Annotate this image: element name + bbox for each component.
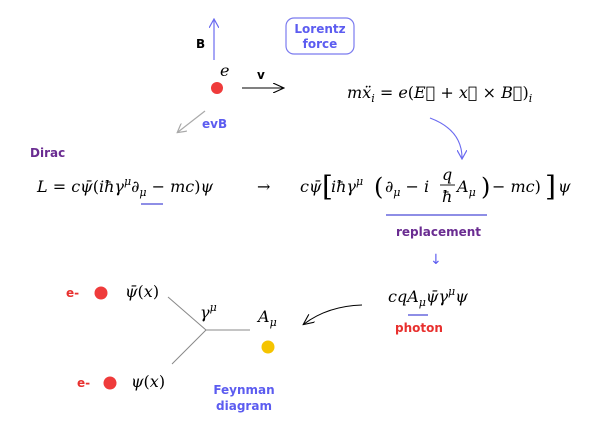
psi-x-label: ψ(x) — [131, 372, 165, 391]
svg-text:[: [ — [322, 170, 333, 203]
down-arrow: ↓ — [430, 252, 442, 268]
svg-text:(: ( — [374, 173, 383, 201]
electron-dot — [211, 82, 223, 94]
a-mu-label: Aμ — [256, 307, 277, 329]
force-direction-arrow — [178, 110, 206, 132]
velocity-label: v — [257, 68, 265, 82]
svg-text:∂μ − i: ∂μ − i — [385, 177, 429, 199]
svg-text:− mc): − mc) — [492, 177, 541, 196]
interaction-to-feynman-arrow — [304, 304, 363, 324]
maps-to-arrow: → — [257, 177, 270, 196]
electron-symbol-label: e — [220, 61, 229, 80]
electron-label-bottom: e- — [77, 376, 90, 390]
svg-text:ψ: ψ — [558, 177, 571, 196]
feynman-diagram-label-line2: diagram — [216, 399, 272, 413]
psibar-x-label: ψ̄(x) — [125, 282, 159, 301]
replaced-lagrangian: cψ̄ [ iħγμ ( ∂μ − i q ħ Aμ ) − mc) ] ψ — [300, 165, 571, 206]
feynman-incoming-line — [167, 296, 207, 331]
svg-text:): ) — [481, 173, 490, 201]
dirac-label: Dirac — [30, 146, 65, 160]
replacement-label: replacement — [396, 225, 481, 239]
electron-dot-top — [94, 286, 108, 300]
interaction-term: cqAμψ̄γμψ — [388, 285, 468, 309]
gamma-mu-label: γμ — [200, 301, 217, 322]
electron-label-top: e- — [66, 286, 79, 300]
svg-text:q: q — [442, 165, 452, 184]
force-evb-label: evB — [202, 117, 227, 131]
svg-text:Aμ: Aμ — [455, 177, 476, 199]
feynman-outgoing-line — [171, 329, 207, 365]
newton-equation: mẍi = e(E⃗ + x⃗ × B⃗)i — [347, 83, 532, 105]
photon-dot — [261, 340, 275, 354]
lorentz-force-box — [285, 17, 355, 55]
svg-text:]: ] — [545, 170, 556, 203]
svg-text:cψ̄: cψ̄ — [300, 177, 322, 196]
lorentz-force-label-line1: Lorentz — [294, 22, 345, 36]
electron-dot-bottom — [103, 376, 117, 390]
svg-text:ħ: ħ — [442, 187, 452, 206]
lorentz-force-label-line2: force — [303, 37, 338, 51]
newton-to-dirac-arrow — [429, 117, 462, 158]
photon-label: photon — [395, 321, 443, 335]
feynman-diagram-label-line1: Feynman — [213, 383, 274, 397]
svg-text:iħγμ: iħγμ — [331, 175, 363, 196]
dirac-lagrangian: L = cψ̄(iħγμ∂μ − mc)ψ — [36, 175, 214, 199]
b-field-label: B — [196, 37, 205, 51]
